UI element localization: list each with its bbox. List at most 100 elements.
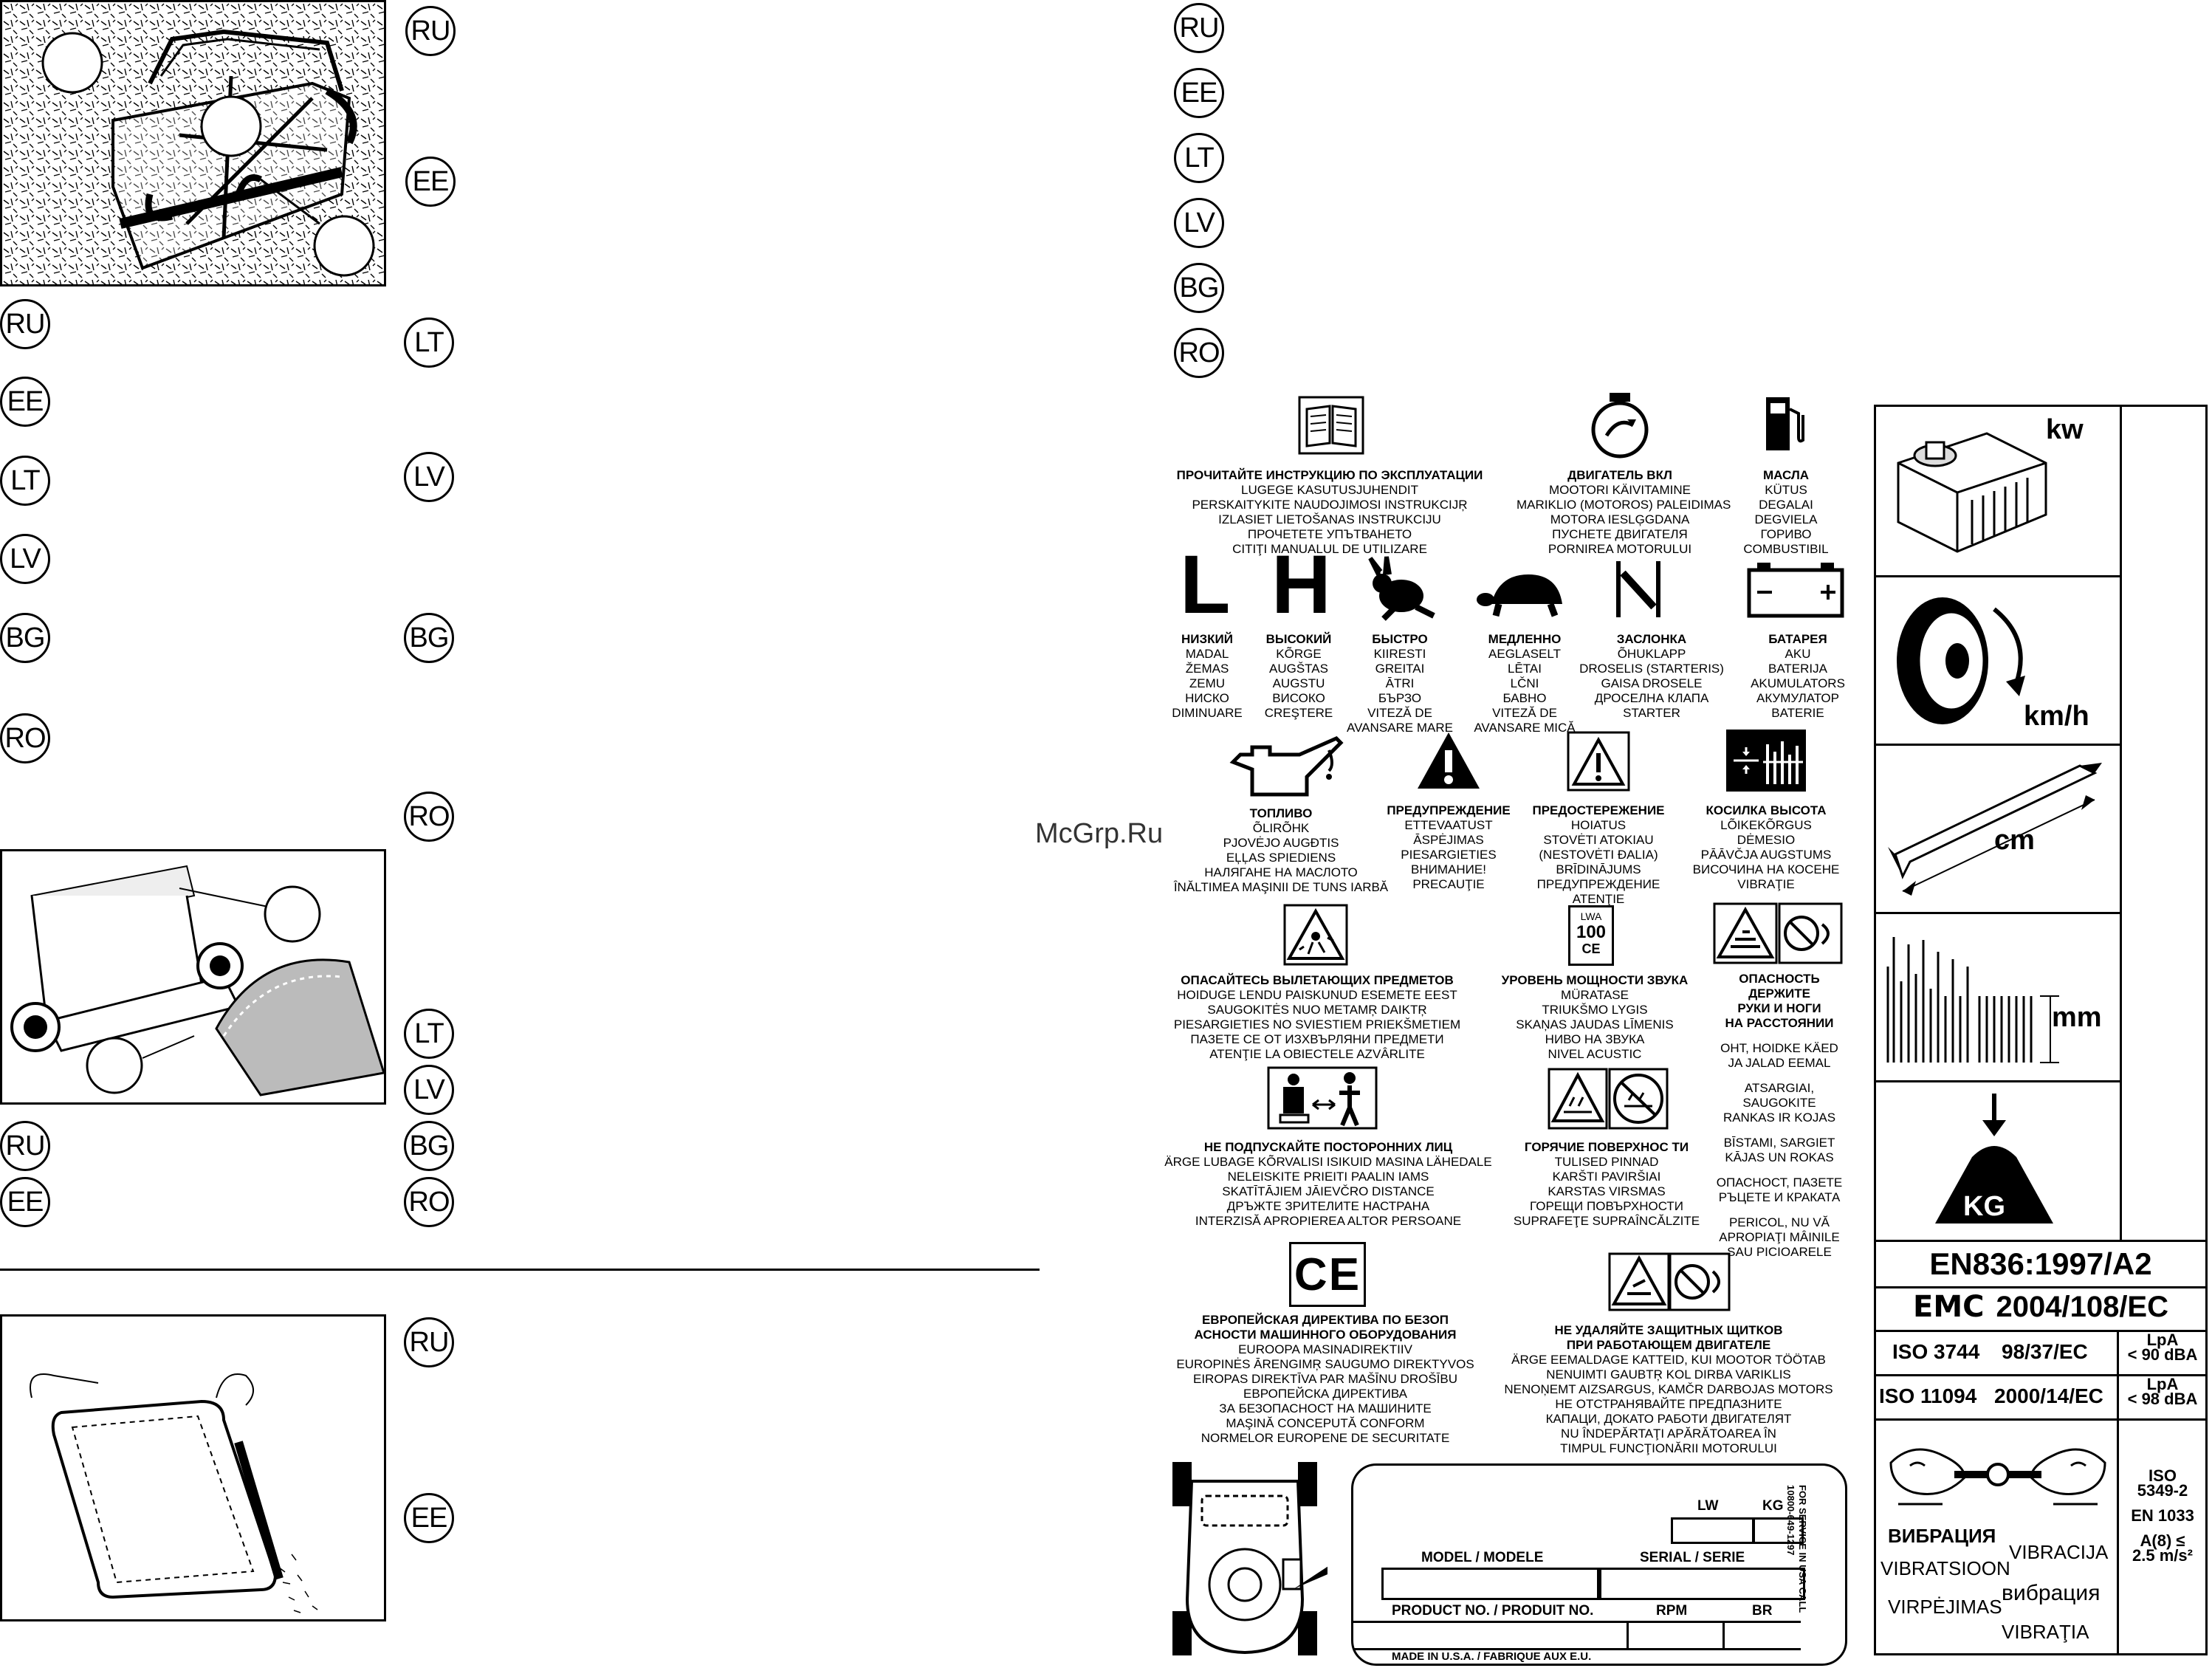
plate-model-label: MODEL / MODELE <box>1421 1550 1544 1565</box>
lang-ru-marker: RU <box>1174 3 1224 53</box>
sound-icon-value: 100 <box>1576 922 1607 942</box>
bag-empty-illustration <box>30 1373 318 1613</box>
plate-serial-label: SERIAL / SERIE <box>1640 1550 1745 1565</box>
vib-ru: ВИБРАЦИЯ <box>1888 1525 1996 1547</box>
spec-weight-cell: KG <box>1876 1080 2120 1240</box>
spec-iso3744: ISO 3744 <box>1892 1340 1980 1363</box>
lang-ee-marker: EE <box>0 1177 50 1227</box>
spec-divider <box>2117 1418 2119 1653</box>
mower-top-view-icon <box>1172 1462 1327 1655</box>
spec-emc-value: 2004/108/EC <box>1996 1290 2168 1323</box>
lang-ru-marker: RU <box>405 6 456 56</box>
spec-iso3744-row: ISO 3744 98/37/EC LpA< 90 dBA <box>1876 1330 2205 1376</box>
engine-icon <box>1897 432 2047 553</box>
sound-level-icon: LWA 100 CE <box>1568 905 1614 966</box>
plate-product-box <box>1353 1621 1801 1650</box>
spec-cm: cm <box>1994 825 2035 856</box>
spec-iso11094-row: ISO 11094 2000/14/EC LpA< 98 dBA <box>1876 1374 2205 1421</box>
high-glyph: H <box>1271 538 1331 631</box>
spec-mm: mm <box>2052 1002 2102 1033</box>
plate-divider <box>1627 1621 1629 1650</box>
lang-ee-marker: EE <box>404 1493 454 1543</box>
lang-ee-marker: EE <box>1174 68 1224 118</box>
shields-icon <box>1608 1252 1731 1311</box>
spec-blade-cell: cm <box>1876 744 2120 914</box>
lang-ee-marker: EE <box>0 377 50 427</box>
caution-icon <box>1567 731 1630 792</box>
grass-bag-illustration <box>2 2 384 284</box>
symbol-projectiles: ОПАСАЙТЕСЬ ВЫЛЕТАЮЩИХ ПРЕДМЕТОВ HOIDUGE … <box>1173 973 1461 1061</box>
vib-lt: VIRPĖJIMAS <box>1888 1596 2002 1618</box>
spec-iso11094-dir: 2000/14/EC <box>1994 1384 2103 1407</box>
lang-lv-marker: LV <box>404 452 454 502</box>
ce-small-icon: CE <box>1581 941 1601 956</box>
lang-lt-marker: LT <box>1174 133 1224 183</box>
blade-icon <box>1888 763 2102 896</box>
symbol-shields: НЕ УДАЛЯЙТЕ ЗАЩИТНЫХ ЩИТКОВ ПРИ РАБОТАЮЩ… <box>1504 1323 1833 1455</box>
spec-kw: kw <box>2046 414 2084 445</box>
wheel-icon <box>1897 597 2025 724</box>
choke-icon <box>1616 561 1660 617</box>
plate-lw-label: LW <box>1697 1498 1719 1514</box>
symbol-bystanders: НЕ ПОДПУСКАЙТЕ ПОСТОРОННИХ ЛИЦ ÄRGE LUBA… <box>1164 1140 1492 1228</box>
vib-lv: VIBRACIJA <box>2009 1541 2109 1563</box>
lang-lt-marker: LT <box>0 456 50 506</box>
lang-lt-marker: LT <box>404 1009 454 1059</box>
watermark: McGrp.Ru <box>1035 818 1164 849</box>
symbol-manual: ПРОЧИТАЙТЕ ИНСТРУКЦИЮ ПО ЭКСПЛУАТАЦИИ LU… <box>1176 468 1483 556</box>
figure-grass-bag-top <box>0 0 386 286</box>
sound-icon-label: LWA <box>1580 910 1602 922</box>
bystanders-icon <box>1267 1066 1378 1130</box>
warning-triangle-icon <box>1418 732 1480 789</box>
figure-bag-empty <box>0 1314 386 1621</box>
ce-mark-icon: CE <box>1289 1242 1366 1307</box>
plate-service: FOR SERVICE IN USA CALL 10800-649-1297 <box>1785 1485 1808 1662</box>
spec-kg: KG <box>1963 1191 2005 1222</box>
fuel-pump-icon <box>1766 397 1804 450</box>
plate-rpm-label: RPM <box>1656 1603 1688 1619</box>
lang-ro-marker: RO <box>1174 328 1224 378</box>
weight-icon <box>1935 1094 2053 1223</box>
rabbit-icon <box>1368 556 1435 621</box>
spec-emc-row: EMC 2004/108/EC <box>1876 1284 2205 1332</box>
book-icon <box>1298 396 1364 455</box>
lang-ro-marker: RO <box>404 792 454 842</box>
spec-vibration-standards: ISO 5349-2 EN 1033 A(8) ≤ 2.5 m/s² <box>2131 1466 2194 1565</box>
plate-divider <box>1722 1621 1725 1650</box>
plate-br-label: BR <box>1752 1603 1773 1619</box>
lang-bg-marker: BG <box>404 1121 454 1171</box>
plate-service-text: FOR SERVICE IN USA CALL <box>1797 1485 1808 1613</box>
ce-glyph: CE <box>1294 1249 1361 1300</box>
spec-column: kw km/h cm mm <box>1874 405 2208 1655</box>
plate-kg-box <box>1752 1517 1804 1544</box>
spec-iso11094: ISO 11094 <box>1879 1384 1977 1407</box>
lang-lv-marker: LV <box>1174 198 1224 248</box>
lang-lt-marker: LT <box>404 318 454 368</box>
lang-bg-marker: BG <box>1174 263 1224 313</box>
spec-divider <box>2117 1330 2119 1374</box>
spec-iso3744-dir: 98/37/EC <box>2002 1340 2088 1363</box>
hands-feet-warning-icon <box>1713 902 1843 964</box>
oil-can-icon <box>1229 736 1344 797</box>
lang-ru-marker: RU <box>404 1317 454 1367</box>
spec-emc-label: EMC <box>1913 1290 1985 1324</box>
spec-height-cell: mm <box>1876 912 2120 1082</box>
thrown-objects-icon <box>1283 904 1348 966</box>
plate-product-label: PRODUCT NO. / PRODUIT NO. <box>1392 1603 1594 1619</box>
vib-ro: VIBRAŢIA <box>2002 1621 2089 1643</box>
lang-lv-marker: LV <box>0 534 50 584</box>
vib-ee: VIBRATSIOON <box>1880 1557 2010 1579</box>
spec-divider <box>2117 1374 2119 1418</box>
plate-lw-box <box>1671 1517 1755 1544</box>
plate-service-phone: 10800-649-1297 <box>1785 1485 1796 1556</box>
spec-column-split <box>2120 407 2122 1240</box>
hands-vibration-icon <box>1889 1448 2106 1506</box>
lang-bg-marker: BG <box>404 613 454 663</box>
